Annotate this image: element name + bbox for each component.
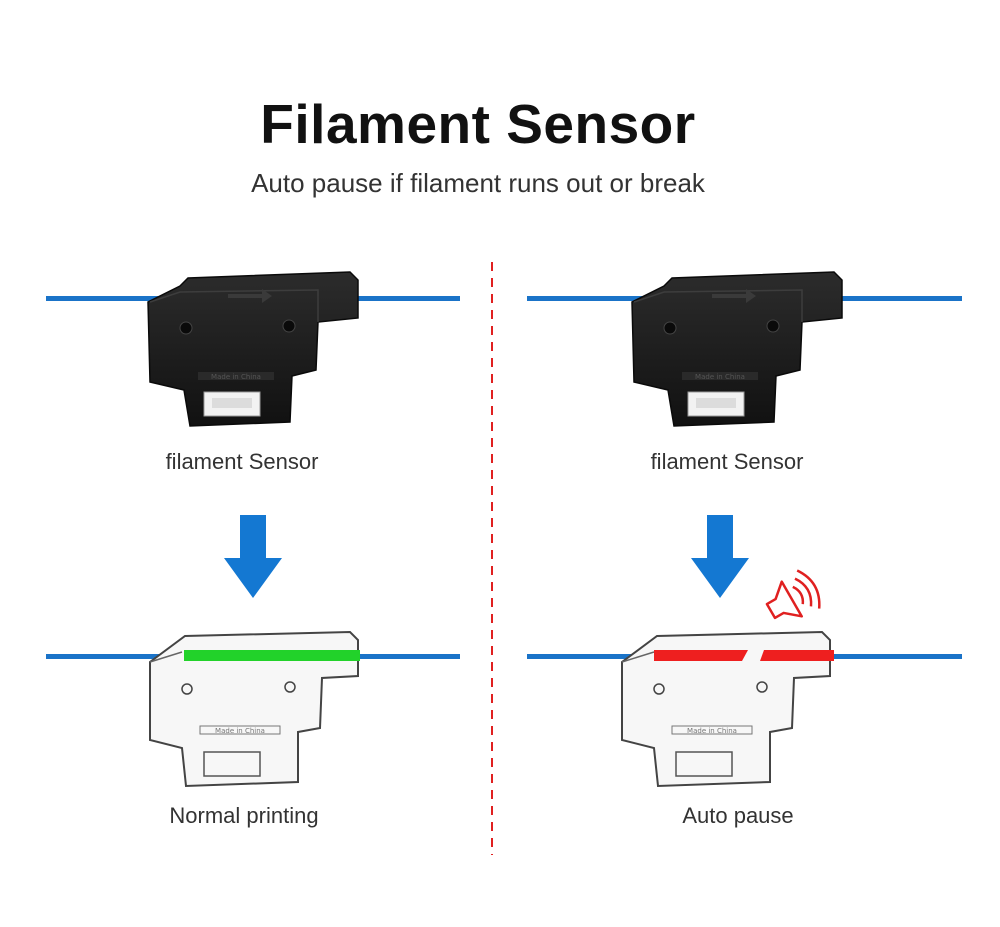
left-sketch-marking: Made in China [215, 727, 265, 735]
filament-break-right-segment [760, 650, 834, 661]
left-sensor-label: filament Sensor [165, 449, 319, 474]
right-sensor-label: filament Sensor [650, 449, 804, 474]
left-down-arrow-icon [224, 515, 282, 598]
right-result-label: Auto pause [682, 803, 794, 828]
right-filament-top [527, 296, 962, 301]
page-subtitle: Auto pause if filament runs out or break [251, 168, 705, 198]
right-sensor-module: Made in China [631, 271, 843, 427]
alarm-speaker-icon [765, 569, 821, 620]
right-filament-bottom [527, 654, 962, 659]
filament-break-left-segment [654, 650, 748, 661]
right-module-marking: Made in China [695, 373, 745, 381]
left-module-marking: Made in China [211, 373, 261, 381]
left-result-label: Normal printing [169, 803, 319, 828]
page-title: Filament Sensor [260, 93, 696, 155]
left-filament-top [46, 296, 460, 301]
left-filament-bottom [46, 654, 460, 659]
right-sketch-module: Made in China [621, 630, 831, 788]
left-sensor-module: Made in China [147, 271, 359, 427]
right-sketch-marking: Made in China [687, 727, 737, 735]
filament-ok-indicator [184, 650, 360, 661]
left-sketch-module: Made in China [149, 630, 359, 788]
right-down-arrow-icon [691, 515, 749, 598]
